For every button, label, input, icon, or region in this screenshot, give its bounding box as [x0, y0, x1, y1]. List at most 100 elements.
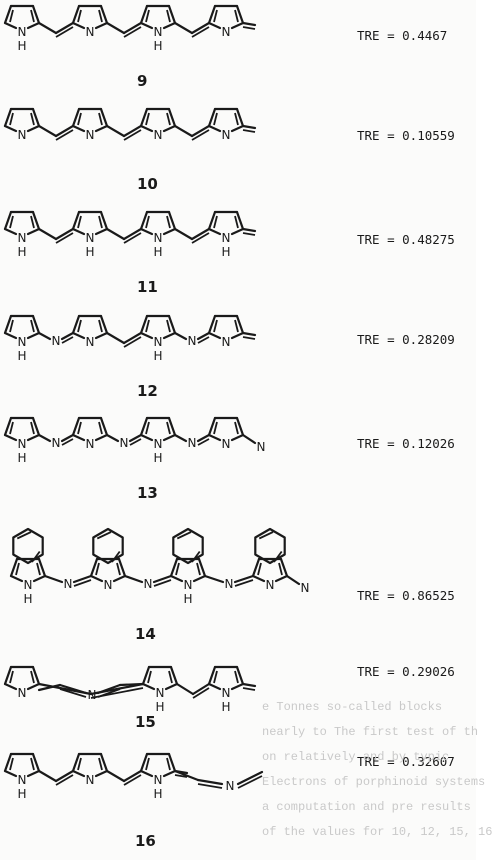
double-bond-inner	[61, 438, 74, 446]
tre-value-label: TRE = 0.12026	[357, 436, 455, 451]
nitrogen-label: N	[104, 578, 113, 592]
double-bond	[54, 769, 75, 783]
meso-nitrogen-label: N	[188, 334, 197, 348]
hydrogen-label: H	[221, 700, 230, 714]
pyrrole-ring-1: N	[3, 107, 41, 142]
double-bond-inner	[55, 232, 74, 244]
double-bond	[233, 574, 255, 584]
double-bond	[72, 574, 93, 584]
compound-number: 9	[137, 72, 148, 90]
bond	[241, 433, 257, 445]
equals-sign: =	[379, 664, 403, 679]
nitrogen-label: N	[154, 128, 163, 142]
double-bond	[241, 331, 257, 337]
nitrogen-label: N	[154, 437, 163, 451]
double-bond-inner	[129, 438, 142, 446]
bond	[285, 574, 301, 586]
bond	[173, 433, 188, 443]
pyrrole-ring-1: NH	[3, 752, 41, 801]
bond	[37, 433, 52, 443]
nitrogen-label: N	[86, 25, 95, 39]
double-bond-inner	[237, 775, 263, 789]
meso-nitrogen-label: N	[52, 334, 61, 348]
pyrrole-ring-4: N	[207, 314, 245, 349]
double-bond-inner	[191, 129, 210, 141]
hydrogen-label: H	[153, 39, 162, 53]
tre-value-label: TRE = 0.32607	[357, 754, 455, 769]
hydrogen-label: H	[17, 39, 26, 53]
pyrrole-ring-4: N	[207, 4, 245, 39]
bleed-through-line: on relatively and by typic	[262, 750, 450, 764]
double-bond	[196, 778, 224, 786]
double-bond	[190, 227, 211, 241]
double-bond	[54, 124, 75, 138]
bond	[37, 21, 58, 35]
pyrrole-ring-3: NH	[139, 416, 177, 465]
double-bond-inner	[123, 774, 142, 786]
bleed-through-line: e Tonnes so-called blocks	[262, 700, 443, 714]
bleed-through-line: Electrons of porphinoid systems	[262, 775, 486, 789]
tre-label: TRE	[357, 664, 380, 679]
tre-number: 0.28209	[402, 332, 455, 347]
pyrrole-ring-3: NH	[207, 665, 245, 714]
meso-nitrogen-label: N	[144, 577, 153, 591]
double-bond	[54, 21, 75, 35]
double-bond	[54, 227, 75, 241]
hydrogen-label: H	[221, 245, 230, 259]
hydrogen-label: H	[17, 787, 26, 801]
bond	[173, 124, 194, 138]
double-bond	[128, 433, 143, 443]
bond	[105, 124, 126, 138]
nitrogen-label: N	[86, 231, 95, 245]
compound-number: 14	[135, 625, 156, 643]
nitrogen-label: N	[184, 578, 193, 592]
tre-label: TRE	[357, 128, 380, 143]
bond	[203, 574, 225, 584]
open-chain-link: N	[37, 682, 145, 702]
equals-sign: =	[379, 332, 403, 347]
nitrogen-label: N	[86, 773, 95, 787]
double-bond	[196, 433, 211, 443]
pyrrole-ring-2: N	[71, 752, 109, 787]
double-bond-inner	[191, 26, 210, 38]
tre-number: 0.29026	[402, 664, 455, 679]
hydrogen-label: H	[17, 349, 26, 363]
double-bond-inner	[123, 129, 142, 141]
nitrogen-label: N	[86, 128, 95, 142]
bleed-through-line: of the values for 10, 12, 15, 16	[262, 825, 492, 839]
pyrrole-ring-3: NH	[139, 752, 177, 801]
equals-sign: =	[379, 28, 403, 43]
double-bond	[191, 682, 211, 696]
pyrrole-ring-4: N	[207, 107, 245, 142]
bond	[173, 769, 200, 782]
hydrogen-label: H	[153, 451, 162, 465]
double-bond-inner	[242, 687, 256, 691]
hydrogen-label: H	[85, 245, 94, 259]
bleed-through-line: a computation and pre results	[262, 800, 471, 814]
benzo-ring	[254, 527, 286, 565]
tre-label: TRE	[357, 436, 380, 451]
meso-nitrogen-label: N	[64, 577, 73, 591]
nitrogen-label: N	[154, 773, 163, 787]
equals-sign: =	[379, 436, 403, 451]
equals-sign: =	[379, 232, 403, 247]
compound-number: 13	[137, 484, 158, 502]
pyrrole-ring-3: NH	[139, 210, 177, 259]
pyrrole-ring-2: N	[71, 314, 109, 349]
bond	[173, 331, 188, 341]
double-bond-inner	[197, 336, 210, 344]
double-bond	[60, 331, 75, 341]
double-bond-inner	[55, 26, 74, 38]
double-bond-inner	[242, 336, 256, 340]
bond	[118, 682, 145, 687]
bond	[37, 769, 58, 783]
